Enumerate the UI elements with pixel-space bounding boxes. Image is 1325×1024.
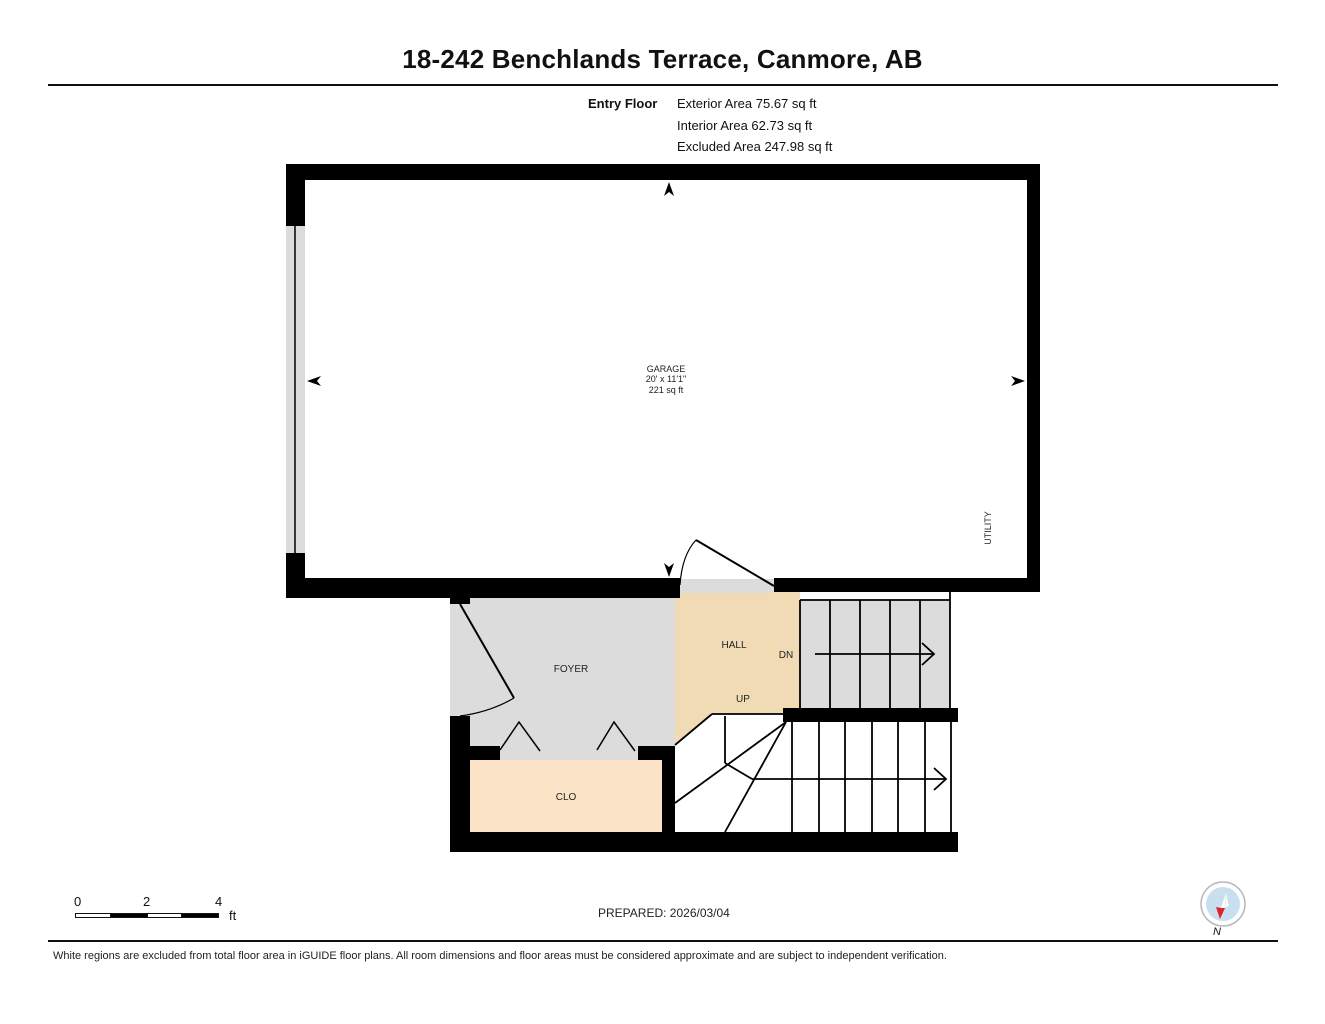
walls bbox=[286, 164, 1040, 852]
foyer-label: FOYER bbox=[554, 664, 588, 675]
compass-icon bbox=[1200, 881, 1246, 927]
stairs-down-label: DN bbox=[779, 650, 793, 661]
garage-area: 221 sq ft bbox=[649, 385, 684, 395]
closet-label: CLO bbox=[556, 792, 577, 803]
excluded-area: Excluded Area 247.98 sq ft bbox=[677, 139, 833, 154]
hall-floor bbox=[675, 592, 800, 745]
floor-name: Entry Floor bbox=[588, 96, 658, 111]
garage-dimensions: 20' x 11'1" bbox=[646, 374, 687, 384]
prepared-date: PREPARED: 2026/03/04 bbox=[598, 906, 730, 920]
arrow-left-icon bbox=[307, 376, 321, 386]
arrow-down-icon bbox=[664, 563, 674, 577]
arrow-right-icon bbox=[1011, 376, 1025, 386]
foyer-floor bbox=[470, 592, 675, 752]
closet-floor bbox=[470, 760, 662, 832]
closet-doorway bbox=[500, 746, 638, 760]
garage-hall-door[interactable] bbox=[679, 539, 775, 587]
garage-floor bbox=[305, 180, 1027, 578]
footer-divider bbox=[48, 940, 1278, 942]
garage-label: GARAGE bbox=[647, 364, 686, 374]
arrow-up-icon bbox=[664, 182, 674, 196]
stairs-up-label: UP bbox=[736, 694, 750, 705]
header-divider bbox=[48, 84, 1278, 86]
compass: N bbox=[1199, 880, 1247, 940]
closet-bifold-doors[interactable] bbox=[499, 720, 636, 752]
scale-unit: ft bbox=[229, 908, 237, 923]
property-address-title: 18-242 Benchlands Terrace, Canmore, AB bbox=[402, 44, 923, 74]
stairs-up[interactable] bbox=[674, 713, 952, 833]
entry-door[interactable] bbox=[459, 603, 515, 717]
scale-tick-0: 0 bbox=[74, 894, 82, 909]
dimension-arrows bbox=[307, 182, 1025, 577]
hall-label: HALL bbox=[721, 640, 746, 651]
entry-door-recess bbox=[450, 604, 470, 716]
stairs-down[interactable] bbox=[799, 592, 951, 708]
garage-door-opening bbox=[680, 579, 774, 593]
scale-tick-2: 2 bbox=[143, 894, 151, 909]
exterior-area: Exterior Area 75.67 sq ft bbox=[677, 96, 817, 111]
interior-area: Interior Area 62.73 sq ft bbox=[677, 117, 813, 133]
utility-label: UTILITY bbox=[983, 511, 993, 545]
scale-bar: 0 2 4 ft bbox=[74, 894, 254, 930]
compass-north-label: N bbox=[1213, 926, 1221, 938]
disclaimer-text: White regions are excluded from total fl… bbox=[53, 950, 947, 962]
scale-tick-4: 4 bbox=[215, 894, 223, 909]
